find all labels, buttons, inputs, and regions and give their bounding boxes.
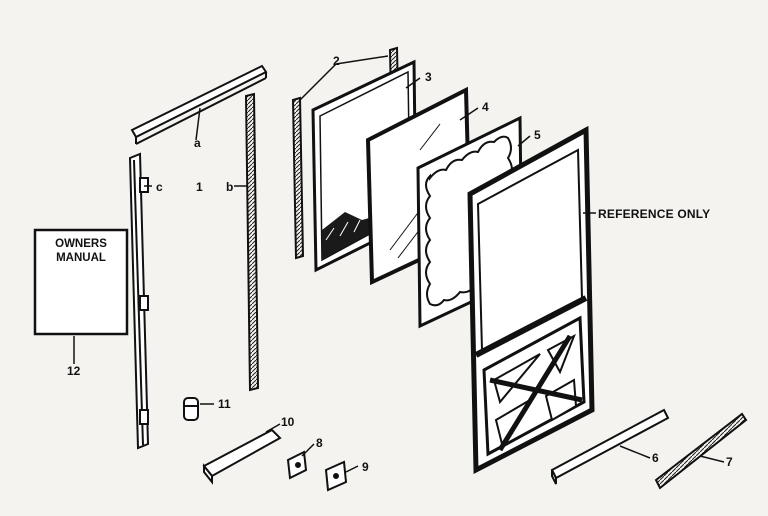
label-7: 7 (726, 455, 733, 469)
label-4: 4 (482, 100, 489, 114)
manual-title-line2: MANUAL (56, 252, 106, 264)
label-a: a (194, 136, 201, 150)
part-10-bottom-expander (202, 428, 282, 485)
manual-cover-title: OWNERS MANUAL (36, 237, 126, 265)
part-6-bottom-sweep (550, 408, 670, 485)
leader-lines (73, 55, 725, 473)
label-11: 11 (218, 397, 231, 411)
label-10: 10 (281, 415, 295, 429)
part-12-owners-manual (33, 228, 129, 336)
part-11-plunger (183, 397, 199, 421)
label-c: c (156, 180, 163, 194)
label-9: 9 (362, 460, 369, 474)
part-7-drip-cap (654, 412, 748, 490)
reference-only-note: REFERENCE ONLY (598, 207, 711, 221)
label-2: 2 (333, 54, 340, 68)
label-6: 6 (652, 451, 659, 465)
part-c-hinge-stile (128, 152, 150, 450)
label-3: 3 (425, 70, 432, 84)
label-1: 1 (196, 180, 203, 194)
label-b: b (226, 180, 234, 194)
part-b-latch-stile (244, 92, 260, 392)
label-8: 8 (316, 436, 323, 450)
manual-title-line1: OWNERS (55, 238, 107, 250)
screen-door-frame (467, 125, 595, 475)
label-5: 5 (534, 128, 541, 142)
part-9-bracket (286, 450, 348, 492)
part-a-top-rail (130, 64, 268, 145)
label-12: 12 (67, 364, 81, 378)
